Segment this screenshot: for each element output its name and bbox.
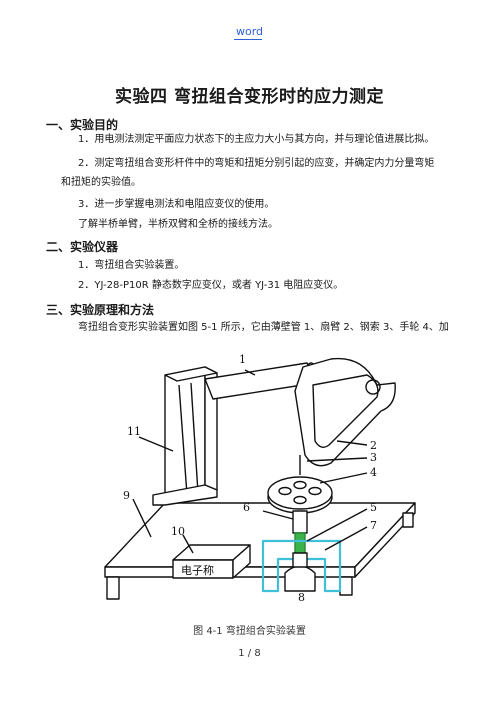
- figure-label-3: 3: [370, 451, 377, 464]
- page-title: 实验四 弯扭组合变形时的应力测定: [115, 87, 384, 107]
- header-underline: [234, 39, 262, 40]
- purpose-item-2: 2．测定弯扭组合变形杆件中的弯矩和扭矩分别引起的应变，并确定内力分量弯矩: [78, 158, 435, 169]
- figure-label-7: 7: [370, 519, 377, 532]
- scale-text: 电子称: [181, 563, 214, 577]
- sector-arm-2: [294, 357, 396, 467]
- section-heading-principle: 三、实验原理和方法: [46, 303, 155, 317]
- base-plate-side: [354, 502, 416, 578]
- figure-label-9: 9: [123, 489, 130, 502]
- sector-arm-slot: [312, 374, 379, 448]
- instrument-item-1: 1．弯扭组合实验装置。: [78, 260, 185, 271]
- figure-label-11: 11: [127, 425, 141, 438]
- bracket-7: [261, 539, 342, 593]
- purpose-item-4: 了解半桥单臂，半桥双臂和全桥的接线方法。: [78, 219, 278, 230]
- figure-label-5: 5: [370, 501, 377, 514]
- load-cell-8: [292, 552, 308, 568]
- section-heading-purpose: 一、实验目的: [46, 118, 119, 132]
- figure-label-8: 8: [298, 591, 305, 604]
- base-foot: [106, 576, 120, 600]
- column-brace: [178, 384, 188, 496]
- apparatus-figure: 1 2 3 4 5 6 7 8 9 10 11 电子称: [104, 353, 416, 604]
- header-word: word: [235, 25, 264, 38]
- base-foot: [339, 576, 353, 596]
- page-number: 1 / 8: [238, 648, 261, 659]
- figure-caption: 图 4-1 弯扭组合实验装置: [193, 626, 306, 637]
- figure-label-6: 6: [243, 501, 250, 514]
- purpose-item-2-cont: 和扭矩的实验值。: [61, 177, 141, 188]
- figure-label-4: 4: [370, 466, 377, 479]
- principle-paragraph: 弯扭组合变形实验装置如图 5-1 所示，它由薄壁管 1、扇臂 2、钢索 3、手轮…: [78, 322, 449, 333]
- sector-arm-pivot: [365, 379, 381, 395]
- column-base: [152, 484, 218, 506]
- column-top: [164, 366, 218, 382]
- base-foot: [402, 512, 414, 528]
- section-heading-instruments: 二、实验仪器: [46, 240, 119, 254]
- figure-label-10: 10: [171, 525, 185, 538]
- instrument-item-2: 2．YJ-28-P10R 静态数字应变仪，或者 YJ-31 电阻应变仪。: [78, 280, 344, 291]
- figure-label-2: 2: [370, 439, 377, 452]
- green-sensor-5: [294, 532, 306, 556]
- loading-screw-6: [292, 510, 308, 534]
- figure-label-1: 1: [239, 353, 246, 366]
- purpose-item-1: 1．用电测法测定平面应力状态下的主应力大小与其方向，并与理论值进展比拟。: [78, 134, 435, 145]
- purpose-item-3: 3．进一步掌握电测法和电阻应变仪的使用。: [78, 199, 275, 210]
